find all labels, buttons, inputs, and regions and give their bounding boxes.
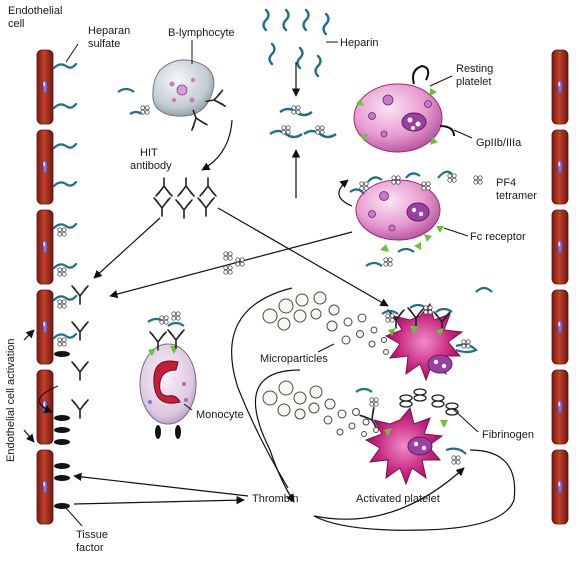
heparin-pf4-complexes (269, 105, 337, 139)
left-wall-pf4 (57, 227, 67, 347)
fibrinogen-leader (451, 407, 479, 433)
label-fc-receptor: Fc receptor (470, 231, 526, 243)
heparan-sulfate-strands (52, 62, 78, 340)
thrombin-to-wall-arrow (73, 472, 249, 497)
label-tissue-2: factor (76, 542, 104, 554)
thrombin-to-platelet-arrow (313, 467, 465, 520)
label-endothelial-activation: Endothelial cell activation (5, 338, 17, 462)
b-lymphocyte-side-complexes (117, 87, 150, 115)
label-pf4-1: PF4 (496, 177, 516, 189)
platelet-loop-arrow (338, 179, 353, 207)
right-endothelium (551, 49, 569, 525)
heparan-leader (65, 43, 79, 63)
label-b-lymphocyte: B-lymphocyte (168, 27, 235, 39)
microparticles (262, 291, 389, 437)
hit-antibody-cluster (153, 177, 217, 219)
label-fibrinogen: Fibrinogen (482, 429, 534, 441)
label-pf4-2: tetramer (496, 190, 537, 202)
microparticle-curve-bottom (254, 369, 301, 503)
endothelial-activation-arrow-down (23, 429, 35, 443)
antibody-to-platelet-arrow (217, 207, 389, 307)
fc-receptor-leader (443, 227, 469, 237)
label-resting-1: Resting (456, 63, 493, 75)
platelet-to-wall-arrow (109, 231, 353, 299)
resting-platelet (353, 64, 455, 153)
resting-platelet-leader (429, 75, 453, 87)
monocyte-leader (183, 403, 193, 411)
pf4-legend-symbol (473, 175, 483, 185)
label-thrombin: Thrombin (252, 493, 298, 505)
label-heparan-1: Heparan (88, 25, 130, 37)
label-endothelial-cell-1: Endothelial (8, 5, 62, 17)
label-monocyte: Monocyte (196, 409, 244, 421)
label-gp: GpIIb/IIIa (476, 137, 522, 149)
label-endothelial-cell-2: cell (8, 18, 25, 30)
label-heparan-2: sulfate (88, 38, 120, 50)
left-wall-antibodies (71, 285, 89, 419)
endothelial-activation-loop (38, 385, 59, 413)
monocyte (139, 311, 197, 439)
tissue-factor-to-thrombin-arrow (73, 495, 245, 505)
activated-platelet-feedback (313, 449, 516, 531)
label-activated-platelet: Activated platelet (356, 493, 440, 505)
label-resting-2: platelet (456, 76, 491, 88)
heparin-free-strand (475, 286, 493, 293)
lymphocyte-to-antibody-arrow (201, 119, 233, 171)
label-hit-2: antibody (130, 160, 172, 172)
gp-leader (453, 129, 473, 139)
left-endothelium (36, 49, 54, 525)
activated-platelet-bottom (355, 387, 467, 486)
b-lymphocyte (152, 59, 227, 131)
label-microparticles: Microparticles (260, 353, 328, 365)
activated-platelet-top (381, 302, 478, 382)
antibody-to-wall-arrow (93, 217, 161, 279)
label-hit-1: HIT (140, 147, 158, 159)
microparticle-leader (317, 343, 335, 353)
tissue-factor-leader (65, 507, 83, 527)
label-tissue-1: Tissue (76, 529, 108, 541)
fibrinogen-bridges (399, 388, 459, 416)
label-heparin: Heparin (340, 37, 379, 49)
heparin-strands (262, 8, 330, 78)
microparticle-curve-top (231, 287, 293, 489)
tissue-factor-marks (54, 351, 70, 509)
platelet-with-pf4 (349, 170, 457, 267)
endothelial-activation-arrow-up (23, 329, 35, 341)
